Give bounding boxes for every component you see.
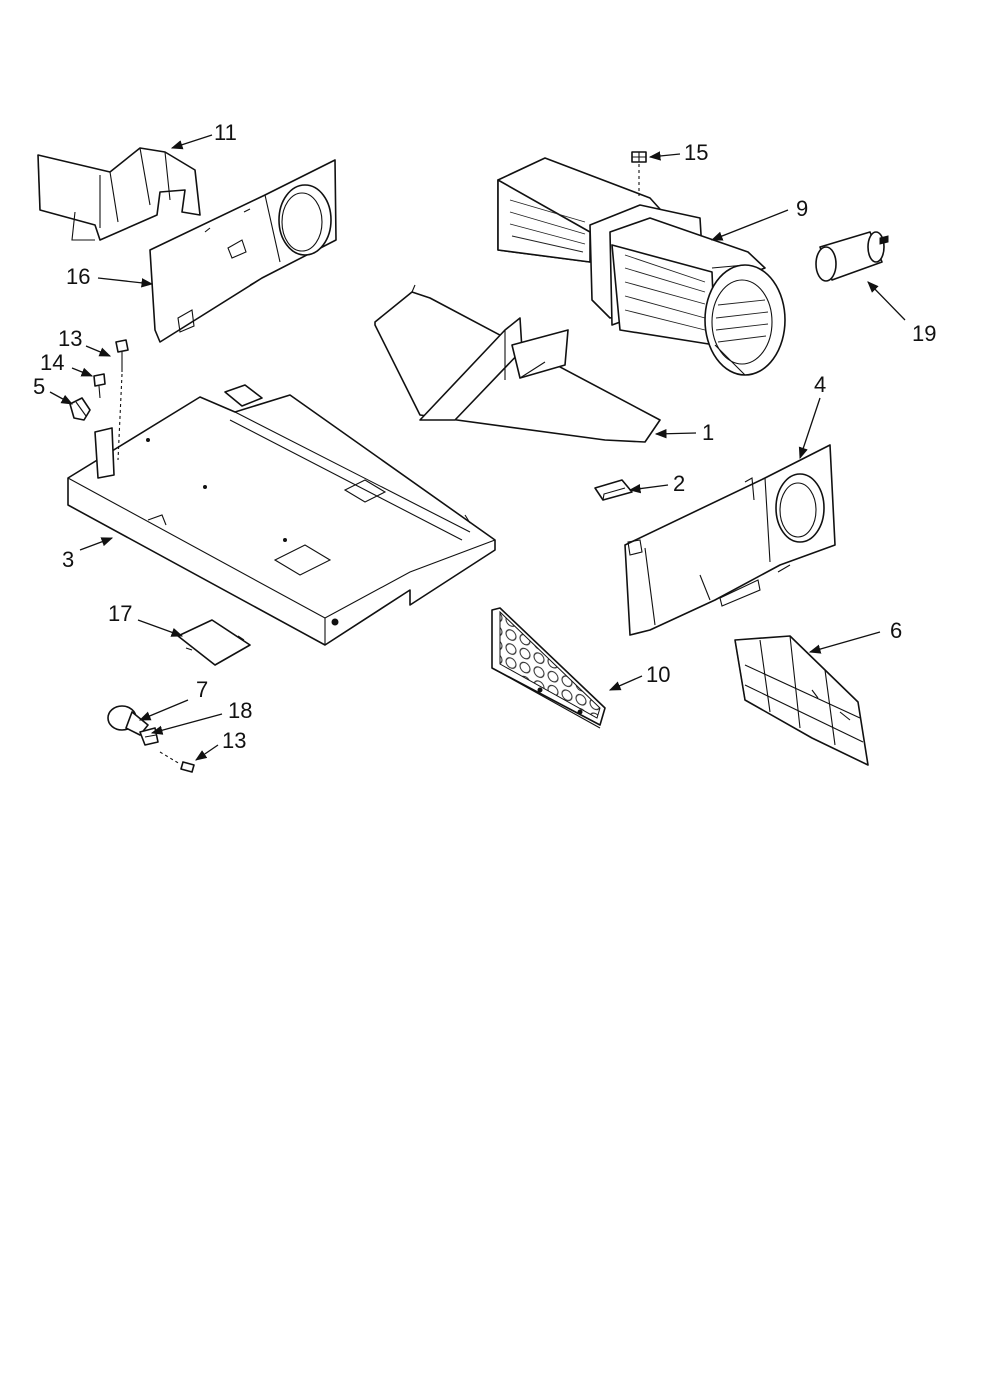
leader-7	[138, 699, 189, 721]
callout-13-lower: 13	[222, 728, 246, 753]
part-17-cover-plate	[177, 619, 251, 666]
callout-10: 10	[646, 662, 670, 687]
part-11-duct-cover	[37, 147, 201, 241]
part-2-bracket	[594, 479, 633, 501]
leader-19	[867, 281, 906, 321]
callout-11: 11	[214, 120, 237, 145]
part-13-lower-screw	[159, 751, 195, 773]
callout-1: 1	[702, 420, 714, 445]
leader-9	[710, 209, 789, 241]
callout-2: 2	[673, 471, 685, 496]
part-1-air-guide	[374, 284, 661, 443]
leader-lines	[49, 134, 906, 761]
part-14-screw	[93, 373, 106, 399]
part-15-screw	[631, 151, 647, 196]
callout-6: 6	[890, 618, 902, 643]
leader-11	[170, 134, 213, 150]
part-5-clip	[69, 397, 91, 421]
callout-17: 17	[108, 601, 132, 626]
callout-18: 18	[228, 698, 252, 723]
part-19-capacitor	[815, 231, 889, 282]
part-10-grease-filter	[491, 607, 606, 729]
part-9-blower-assembly	[497, 157, 786, 376]
part-6-lower-grid	[734, 635, 869, 766]
leader-17	[137, 619, 184, 637]
part-18-socket	[139, 727, 159, 746]
leader-16	[97, 277, 154, 288]
leader-5	[49, 391, 74, 405]
leader-10	[608, 675, 643, 691]
callout-15: 15	[684, 140, 708, 165]
leader-3	[79, 537, 114, 551]
callout-labels: 11 16 13 14 5 3 17 7 18 13 15 9 19 1 2 4…	[33, 120, 936, 753]
callout-7: 7	[196, 677, 208, 702]
leader-6	[808, 631, 881, 654]
leader-13b	[195, 744, 219, 761]
part-16-plenum-panel	[149, 159, 337, 343]
leader-2	[628, 483, 669, 494]
leader-4	[798, 397, 821, 460]
leader-18	[150, 713, 223, 735]
callout-5: 5	[33, 374, 45, 399]
leader-14	[71, 367, 94, 377]
callout-13-upper: 13	[58, 326, 82, 351]
callout-14: 14	[40, 350, 64, 375]
part-7-lamp	[107, 705, 149, 736]
part-3-chassis	[67, 384, 496, 646]
part-13-upper-screw	[115, 339, 129, 461]
callout-3: 3	[62, 547, 74, 572]
callout-19: 19	[912, 321, 936, 346]
callout-4: 4	[814, 372, 826, 397]
leader-1	[654, 429, 697, 439]
callout-16: 16	[66, 264, 90, 289]
leader-15	[648, 151, 681, 161]
callout-9: 9	[796, 196, 808, 221]
part-4-frame	[624, 444, 836, 636]
leader-13a	[85, 345, 112, 357]
